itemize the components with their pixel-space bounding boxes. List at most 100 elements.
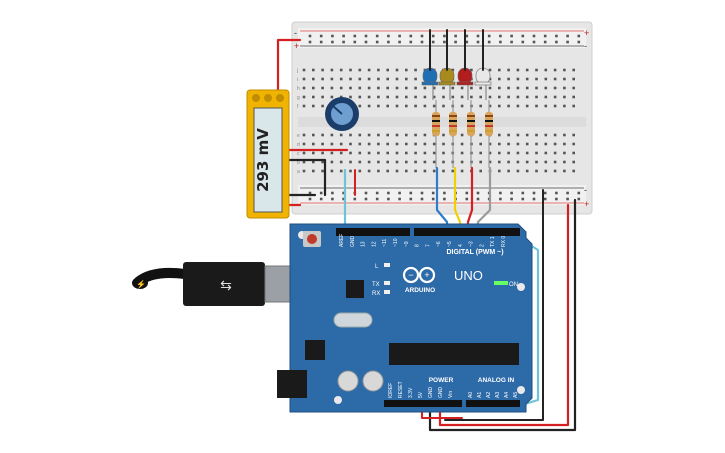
rail-hole[interactable]: [331, 40, 334, 44]
rail-hole[interactable]: [353, 197, 357, 201]
bb-hole[interactable]: [525, 104, 529, 108]
bb-hole[interactable]: [395, 133, 399, 137]
bb-hole[interactable]: [395, 104, 399, 108]
bb-hole[interactable]: [405, 142, 408, 146]
bb-hole[interactable]: [572, 68, 575, 72]
bb-hole[interactable]: [377, 68, 380, 72]
bb-hole[interactable]: [442, 169, 445, 173]
bb-hole[interactable]: [321, 104, 324, 108]
bb-hole[interactable]: [525, 95, 529, 99]
rail-hole[interactable]: [342, 34, 345, 38]
bb-hole[interactable]: [432, 95, 436, 99]
bb-hole[interactable]: [432, 169, 436, 173]
rail-hole[interactable]: [409, 34, 413, 38]
bb-hole[interactable]: [386, 68, 389, 72]
bb-hole[interactable]: [423, 169, 427, 173]
bb-hole[interactable]: [386, 77, 389, 81]
bb-hole[interactable]: [544, 104, 548, 108]
bb-hole[interactable]: [544, 95, 548, 99]
bb-hole[interactable]: [302, 142, 306, 146]
rail-hole[interactable]: [420, 197, 424, 201]
bb-hole[interactable]: [349, 133, 352, 137]
rail-hole[interactable]: [499, 34, 502, 38]
bb-hole[interactable]: [367, 104, 371, 108]
bb-hole[interactable]: [553, 86, 557, 90]
bb-hole[interactable]: [330, 133, 334, 137]
bb-hole[interactable]: [367, 77, 371, 81]
bb-hole[interactable]: [405, 77, 408, 81]
bb-hole[interactable]: [302, 95, 306, 99]
rail-hole[interactable]: [476, 191, 480, 195]
bb-hole[interactable]: [423, 95, 427, 99]
bb-hole[interactable]: [330, 77, 334, 81]
usb-plug[interactable]: [183, 262, 265, 306]
rail-hole[interactable]: [521, 197, 525, 201]
bb-hole[interactable]: [470, 86, 473, 90]
bb-hole[interactable]: [525, 86, 529, 90]
bb-hole[interactable]: [535, 133, 538, 137]
bb-hole[interactable]: [405, 169, 408, 173]
bb-hole[interactable]: [349, 86, 352, 90]
bb-hole[interactable]: [423, 104, 427, 108]
rail-hole[interactable]: [555, 34, 558, 38]
bb-hole[interactable]: [525, 133, 529, 137]
rail-hole[interactable]: [420, 191, 424, 195]
bb-hole[interactable]: [507, 160, 510, 164]
rail-hole[interactable]: [465, 34, 469, 38]
rail-hole[interactable]: [420, 34, 424, 38]
rail-hole[interactable]: [532, 40, 536, 44]
bb-hole[interactable]: [367, 95, 371, 99]
potentiometer[interactable]: [325, 97, 359, 131]
bb-hole[interactable]: [488, 142, 492, 146]
bb-hole[interactable]: [339, 151, 343, 155]
bb-hole[interactable]: [377, 169, 380, 173]
bb-hole[interactable]: [423, 142, 427, 146]
bb-hole[interactable]: [377, 133, 380, 137]
bb-hole[interactable]: [330, 169, 334, 173]
rail-hole[interactable]: [331, 197, 334, 201]
bb-hole[interactable]: [432, 104, 436, 108]
rail-hole[interactable]: [375, 191, 379, 195]
bb-hole[interactable]: [544, 133, 548, 137]
rail-hole[interactable]: [319, 40, 323, 44]
bb-hole[interactable]: [442, 133, 445, 137]
bb-hole[interactable]: [516, 133, 520, 137]
rail-hole[interactable]: [431, 34, 435, 38]
bb-hole[interactable]: [339, 95, 343, 99]
bb-hole[interactable]: [312, 133, 315, 137]
bb-hole[interactable]: [377, 104, 380, 108]
bb-hole[interactable]: [312, 86, 315, 90]
bb-hole[interactable]: [479, 160, 482, 164]
rail-hole[interactable]: [555, 197, 558, 201]
bb-hole[interactable]: [516, 151, 520, 155]
bb-hole[interactable]: [488, 86, 492, 90]
bb-hole[interactable]: [386, 169, 389, 173]
rail-hole[interactable]: [353, 40, 357, 44]
bb-hole[interactable]: [442, 151, 445, 155]
bb-hole[interactable]: [414, 160, 417, 164]
rail-hole[interactable]: [364, 34, 368, 38]
bb-hole[interactable]: [321, 95, 324, 99]
bb-hole[interactable]: [516, 169, 520, 173]
bb-hole[interactable]: [367, 169, 371, 173]
bb-hole[interactable]: [395, 169, 399, 173]
bb-hole[interactable]: [507, 86, 510, 90]
bb-hole[interactable]: [321, 160, 324, 164]
rail-hole[interactable]: [375, 40, 379, 44]
rail-hole[interactable]: [409, 40, 413, 44]
bb-hole[interactable]: [507, 151, 510, 155]
bb-hole[interactable]: [358, 169, 362, 173]
bb-hole[interactable]: [451, 95, 455, 99]
bb-hole[interactable]: [358, 151, 362, 155]
bb-hole[interactable]: [414, 142, 417, 146]
bb-hole[interactable]: [488, 95, 492, 99]
bb-hole[interactable]: [423, 151, 427, 155]
bb-hole[interactable]: [302, 104, 306, 108]
bb-hole[interactable]: [498, 104, 501, 108]
rail-hole[interactable]: [499, 40, 502, 44]
bb-hole[interactable]: [349, 95, 352, 99]
bb-hole[interactable]: [572, 169, 575, 173]
bb-hole[interactable]: [302, 68, 306, 72]
bb-hole[interactable]: [367, 151, 371, 155]
rail-hole[interactable]: [342, 40, 345, 44]
